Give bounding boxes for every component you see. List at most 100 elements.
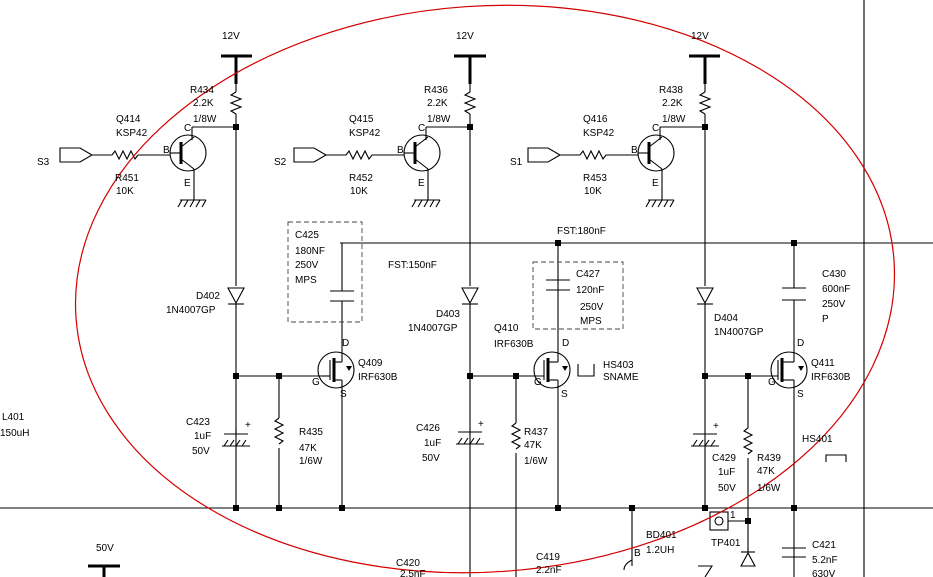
signal-s1: S1 — [510, 157, 523, 168]
q416-part: KSP42 — [583, 128, 615, 139]
signal-s3: S3 — [37, 157, 50, 168]
q415-part: KSP42 — [349, 128, 381, 139]
q416-ref: Q416 — [583, 114, 608, 125]
r435-ref: R435 — [299, 427, 323, 438]
tp401-pin: 1 — [730, 510, 736, 521]
r452-ref: R452 — [349, 173, 373, 184]
d404-ref: D404 — [714, 313, 738, 324]
r451-value: 10K — [116, 186, 134, 197]
r436-value: 2.2K — [427, 98, 448, 109]
q411-ref: Q411 — [811, 358, 835, 369]
q409-pin-g: G — [312, 377, 320, 388]
c421-value: 5.2nF — [812, 555, 838, 566]
c427-dashed-box — [532, 261, 624, 330]
r439-power: 1/6W — [757, 483, 781, 494]
d403-ref: D403 — [436, 309, 460, 320]
c423-ref: C423 — [186, 417, 210, 428]
q415-ref: Q415 — [349, 114, 374, 125]
l401-ref: L401 — [2, 412, 25, 423]
q409-ref: Q409 — [358, 358, 383, 369]
d402-ref: D402 — [196, 291, 220, 302]
q410-pin-s: S — [561, 389, 568, 400]
q410-ref: Q410 — [494, 323, 519, 334]
bd401-value: 1.2UH — [646, 545, 674, 556]
q416-pin-b: B — [631, 145, 638, 156]
c421-voltage: 630V — [812, 569, 836, 577]
q411-pin-d: D — [797, 338, 804, 349]
c426-voltage: 50V — [422, 453, 440, 464]
r438-value: 2.2K — [662, 98, 683, 109]
q416-pin-c: C — [652, 123, 659, 134]
q409-pin-d: D — [342, 338, 349, 349]
c427-value: 120nF — [576, 285, 604, 296]
d404-part: 1N4007GP — [714, 327, 764, 338]
q409-pin-s: S — [340, 389, 347, 400]
c426-ref: C426 — [416, 423, 440, 434]
r434-ref: R434 — [190, 85, 214, 96]
c430-ref: C430 — [822, 269, 846, 280]
c429-voltage: 50V — [718, 483, 736, 494]
note-fst-180nf: FST:180nF — [557, 226, 606, 237]
q411-pin-g: G — [768, 377, 776, 388]
annotation-ellipse — [74, 4, 896, 574]
c427-type: MPS — [580, 316, 602, 327]
r439-value: 47K — [757, 466, 775, 477]
r453-ref: R453 — [583, 173, 607, 184]
q410-pin-d: D — [562, 338, 569, 349]
c427-voltage: 250V — [580, 302, 604, 313]
d403-part: 1N4007GP — [408, 323, 458, 334]
r434-power: 1/8W — [193, 114, 217, 125]
tp401-ref: TP401 — [711, 538, 741, 549]
r437-power: 1/6W — [524, 456, 548, 467]
r453-value: 10K — [584, 186, 602, 197]
r437-ref: R437 — [524, 427, 548, 438]
r436-power: 1/8W — [427, 114, 451, 125]
r438-power: 1/8W — [662, 114, 686, 125]
c419-ref: C419 — [536, 552, 560, 563]
r434-value: 2.2K — [193, 98, 214, 109]
mosfet-q410-symbol — [533, 351, 571, 396]
rail-12v-a: 12V — [222, 31, 240, 42]
c425-type: MPS — [295, 275, 317, 286]
c430-value: 600nF — [822, 284, 850, 295]
r437-value: 47K — [524, 440, 542, 451]
d402-part: 1N4007GP — [166, 305, 216, 316]
r438-ref: R438 — [659, 85, 683, 96]
r451-ref: R451 — [115, 173, 139, 184]
labels: 12V 12V 12V 50V S3 S2 S1 R434 2.2K 1/8W … — [0, 31, 851, 577]
signal-s2: S2 — [274, 157, 287, 168]
bd401-pin: B — [634, 548, 641, 559]
q416-pin-e: E — [652, 178, 659, 189]
q410-part: IRF630B — [494, 339, 534, 350]
q414-pin-c: C — [184, 123, 191, 134]
c423-value: 1uF — [194, 431, 211, 442]
c429-plus: + — [713, 421, 719, 432]
r435-power: 1/6W — [299, 456, 323, 467]
mosfet-q409-symbol — [317, 351, 355, 396]
c425-ref: C425 — [295, 230, 319, 241]
q411-part: IRF630B — [811, 372, 851, 383]
c426-plus: + — [478, 419, 484, 430]
rail-12v-c: 12V — [691, 31, 709, 42]
q415-pin-e: E — [418, 178, 425, 189]
c425-dashed-box — [287, 221, 363, 323]
q414-ref: Q414 — [116, 114, 141, 125]
c419-value: 2.2nF — [536, 565, 562, 576]
c425-value: 180NF — [295, 246, 325, 257]
q415-pin-b: B — [397, 145, 404, 156]
hs403-name: SNAME — [603, 372, 639, 383]
c425-voltage: 250V — [295, 260, 319, 271]
bd401-ref: BD401 — [646, 530, 677, 541]
q414-part: KSP42 — [116, 128, 148, 139]
mosfet-q411-symbol — [770, 351, 808, 396]
q414-pin-b: B — [163, 145, 170, 156]
note-fst-150nf: FST:150nF — [388, 260, 437, 271]
r439-ref: R439 — [757, 453, 781, 464]
r435-value: 47K — [299, 443, 317, 454]
hs401-ref: HS401 — [802, 434, 833, 445]
c430-voltage: 250V — [822, 299, 846, 310]
q409-part: IRF630B — [358, 372, 398, 383]
q415-pin-c: C — [418, 123, 425, 134]
l401-value: 150uH — [0, 428, 29, 439]
